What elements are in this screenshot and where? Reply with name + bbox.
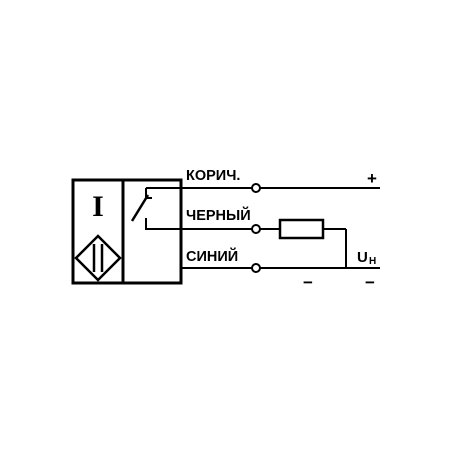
wires bbox=[181, 183, 380, 273]
label-black: ЧЕРНЫЙ bbox=[186, 206, 251, 224]
sign-minus-blue: − bbox=[303, 273, 313, 292]
inductive-sensor-icon bbox=[74, 234, 122, 282]
switch-contact-icon bbox=[130, 187, 181, 230]
sensor-block: I bbox=[71, 178, 183, 285]
sensor-housing bbox=[71, 178, 183, 285]
sign-minus-supply: − bbox=[365, 273, 375, 292]
label-blue: СИНИЙ bbox=[186, 247, 238, 265]
load-resistor bbox=[278, 218, 325, 240]
supply-voltage-symbol: U bbox=[357, 249, 368, 266]
sensor-type-symbol: I bbox=[92, 190, 104, 223]
terminal-black bbox=[251, 224, 261, 234]
supply-voltage-label: U H bbox=[357, 249, 376, 267]
label-brown: КОРИЧ. bbox=[186, 168, 240, 184]
supply-voltage-subscript: H bbox=[369, 256, 376, 267]
terminal-blue bbox=[251, 263, 261, 273]
sign-plus: + bbox=[367, 169, 377, 188]
terminal-brown bbox=[251, 183, 261, 193]
